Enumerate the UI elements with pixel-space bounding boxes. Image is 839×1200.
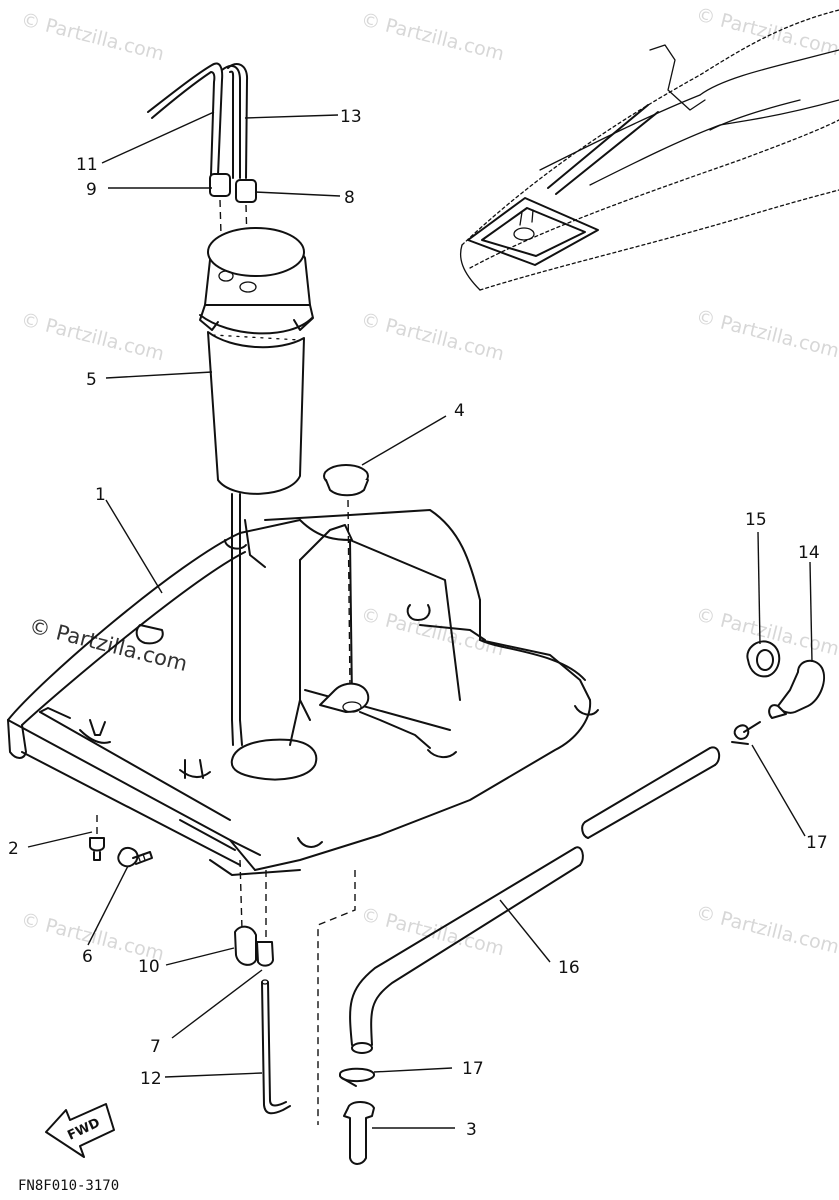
forward-arrow: FWD: [45, 1103, 115, 1158]
label-11: 11: [76, 155, 98, 175]
label-7: 7: [150, 1037, 161, 1057]
grommet-4: [323, 464, 369, 691]
label-2: 2: [8, 839, 19, 859]
hose-assembly: [317, 640, 826, 1165]
label-3: 3: [466, 1120, 477, 1140]
watermark: © Partzilla.com: [19, 309, 167, 366]
screws: [89, 815, 153, 868]
watermark: © Partzilla.com: [359, 309, 507, 366]
filter-cylinder: [199, 227, 314, 495]
label-17-lower: 17: [462, 1059, 484, 1079]
label-5: 5: [86, 370, 97, 390]
label-16: 16: [558, 958, 580, 978]
watermark: © Partzilla.com: [359, 604, 507, 661]
lower-connectors: [234, 859, 291, 1115]
label-10: 10: [138, 957, 160, 977]
watermark: © Partzilla.com: [694, 902, 839, 959]
label-15: 15: [745, 510, 767, 530]
watercraft-inset: [459, 9, 839, 291]
watermark: © Partzilla.com: [694, 306, 839, 363]
label-1: 1: [95, 485, 106, 505]
label-17-upper: 17: [806, 833, 828, 853]
figure-code: FN8F010-3170: [18, 1178, 119, 1194]
label-8: 8: [344, 188, 355, 208]
label-13: 13: [340, 107, 362, 127]
watermark: © Partzilla.com: [19, 9, 167, 66]
label-9: 9: [86, 180, 97, 200]
label-6: 6: [82, 947, 93, 967]
watermark: © Partzilla.com: [694, 4, 839, 61]
label-12: 12: [140, 1069, 162, 1089]
label-4: 4: [454, 401, 465, 421]
watermark: © Partzilla.com: [359, 904, 507, 961]
label-14: 14: [798, 543, 820, 563]
leader-lines: [27, 111, 813, 1129]
mounting-bracket: [7, 493, 599, 876]
watermark-primary: © Partzilla.com: [27, 614, 190, 676]
vent-tubes-top: [147, 62, 249, 179]
part-labels: 11 13 9 8 5 4 1 2 6 10 7 12 15 14 17 16 …: [8, 107, 828, 1140]
watermark: © Partzilla.com: [359, 9, 507, 66]
watermarks: © Partzilla.com © Partzilla.com © Partzi…: [19, 4, 839, 966]
